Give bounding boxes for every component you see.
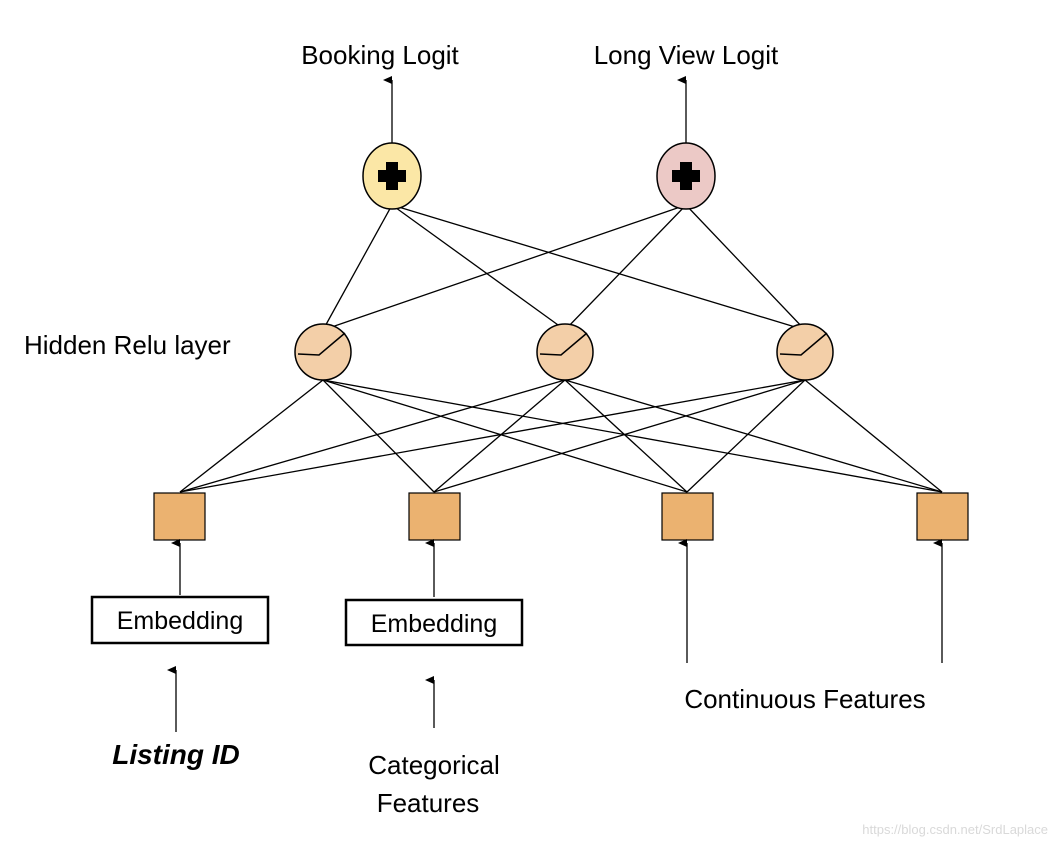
edge-input1-hidden3: [179, 379, 806, 493]
categorical-features-label-line2: Features: [377, 788, 480, 818]
edge-input3-hidden2: [564, 379, 688, 493]
continuous-features-label: Continuous Features: [684, 684, 925, 714]
edge-input4-hidden3: [804, 379, 943, 493]
longview-sum-node: [656, 142, 716, 210]
edge-hidden1-longview: [322, 204, 687, 331]
edge-hidden2-longview: [564, 204, 687, 331]
listing-id-label: Listing ID: [112, 739, 240, 770]
input-node-3: [661, 492, 714, 541]
plus-icon: [672, 162, 700, 190]
edge-input1-hidden2: [179, 379, 566, 493]
embedding-box-1: Embedding: [90, 595, 270, 645]
edge-hidden1-booking: [322, 204, 393, 331]
relu-icon: [779, 332, 828, 356]
hidden-layer-label: Hidden Relu layer: [24, 330, 231, 360]
edge-input1-hidden1: [179, 379, 324, 493]
booking-sum-node: [362, 142, 422, 210]
long-view-logit-label: Long View Logit: [594, 40, 779, 70]
input-node-1: [153, 492, 206, 541]
categorical-features-label-line1: Categorical: [368, 750, 500, 780]
embedding-label: Embedding: [117, 607, 243, 635]
edge-input3-hidden1: [322, 379, 688, 493]
hidden-node-3: [776, 323, 834, 381]
edge-hidden3-longview: [685, 204, 806, 331]
hidden-input-edges: [179, 379, 943, 493]
edge-input2-hidden3: [433, 379, 806, 493]
relu-icon: [297, 332, 346, 356]
booking-logit-label: Booking Logit: [301, 40, 459, 70]
edge-input4-hidden1: [322, 379, 943, 493]
edge-input4-hidden2: [564, 379, 943, 493]
edge-input2-hidden1: [322, 379, 435, 493]
embedding-box-outline: [90, 595, 270, 645]
edge-input2-hidden2: [433, 379, 566, 493]
relu-icon: [539, 332, 588, 356]
embedding-label: Embedding: [371, 610, 497, 638]
embedding-box-outline: [344, 598, 524, 647]
input-node-2: [408, 492, 461, 541]
input-node-4: [916, 492, 969, 541]
hidden-node-2: [536, 323, 594, 381]
plus-icon: [378, 162, 406, 190]
edge-input3-hidden3: [686, 379, 806, 493]
watermark-text: https://blog.csdn.net/SrdLaplace: [862, 822, 1048, 837]
embedding-box-2: Embedding: [344, 598, 524, 647]
edge-hidden3-booking: [391, 204, 806, 331]
hidden-node-1: [294, 323, 352, 381]
output-hidden-edges: [322, 204, 806, 331]
edge-hidden2-booking: [391, 204, 566, 331]
